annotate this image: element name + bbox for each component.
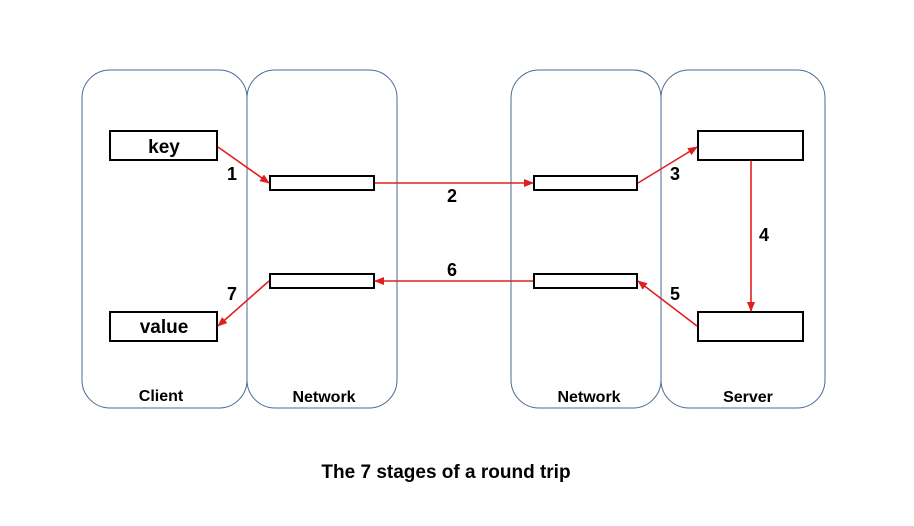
value-box <box>109 311 218 342</box>
step-2-label: 2 <box>447 186 457 206</box>
arrow-step-5 <box>637 280 698 327</box>
server-response-box <box>697 311 804 342</box>
network-right-lane <box>510 69 662 409</box>
server-lane <box>660 69 826 409</box>
network-left-request-box <box>269 175 375 191</box>
value-box-label: value <box>140 317 189 338</box>
arrow-step-7 <box>217 280 270 327</box>
client-lane-label: Client <box>139 388 184 405</box>
server-lane-label: Server <box>723 389 773 406</box>
network-left-lane-label: Network <box>292 389 355 406</box>
client-lane <box>81 69 248 409</box>
arrow-step-1 <box>217 146 270 184</box>
network-left-response-box <box>269 273 375 289</box>
step-7-label: 7 <box>227 284 237 304</box>
step-4-label: 4 <box>759 225 769 245</box>
step-3-label: 3 <box>670 164 680 184</box>
diagram-caption: The 7 stages of a round trip <box>321 462 570 483</box>
step-1-label: 1 <box>227 164 237 184</box>
network-right-request-box <box>533 175 638 191</box>
arrow-step-3 <box>637 146 698 184</box>
network-left-lane <box>246 69 398 409</box>
network-right-lane-label: Network <box>557 389 620 406</box>
server-request-box <box>697 130 804 161</box>
network-right-response-box <box>533 273 638 289</box>
step-5-label: 5 <box>670 284 680 304</box>
key-box-label: key <box>148 137 180 158</box>
key-box <box>109 130 218 161</box>
step-6-label: 6 <box>447 260 457 280</box>
